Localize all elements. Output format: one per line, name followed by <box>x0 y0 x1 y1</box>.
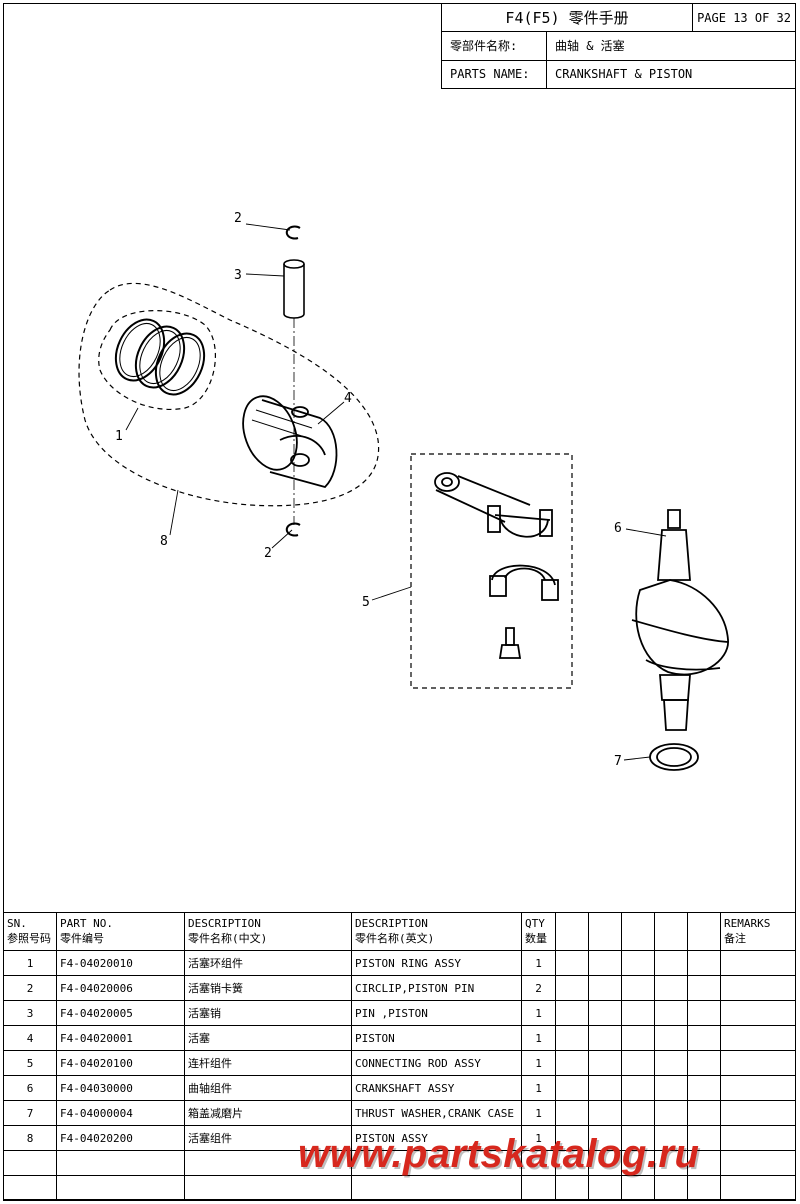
table-row <box>3 1175 796 1201</box>
cell-sn: 1 <box>3 950 57 976</box>
cell-sn: 6 <box>3 1075 57 1101</box>
manual-title: F4(F5) 零件手册 <box>440 2 694 33</box>
cell-sn: 3 <box>3 1000 57 1026</box>
cell-sn: 2 <box>3 975 57 1001</box>
cell-desc-cn <box>184 1150 352 1176</box>
cell-desc-cn: 活塞 <box>184 1025 352 1051</box>
cell-part-no: F4-04020006 <box>56 975 185 1001</box>
circlip-bottom-icon <box>285 522 301 537</box>
cell-qty: 1 <box>521 1000 556 1026</box>
en-name-label: PARTS NAME: <box>441 59 547 90</box>
cell-part-no: F4-04030000 <box>56 1075 185 1101</box>
cell-desc-en: PIN ,PISTON <box>351 1000 522 1026</box>
piston-assy-outline <box>78 282 380 507</box>
piston-rings-icon <box>114 318 206 396</box>
cell-part-no: F4-04020010 <box>56 950 185 976</box>
cell-sn <box>3 1150 57 1176</box>
cell-qty: 1 <box>521 1075 556 1101</box>
cell-qty: 2 <box>521 975 556 1001</box>
col-sn: SN.参照号码 <box>3 912 57 951</box>
cell-part-no <box>56 1175 185 1201</box>
callout-1: 1 <box>115 429 123 444</box>
cell-desc-cn: 活塞销 <box>184 1000 352 1026</box>
cell-desc-cn <box>184 1175 352 1201</box>
cell-sn: 7 <box>3 1100 57 1126</box>
cell-desc-en <box>351 1150 522 1176</box>
cell-desc-cn: 活塞销卡簧 <box>184 975 352 1001</box>
cell-part-no: F4-04020100 <box>56 1050 185 1076</box>
cell-desc-en: PISTON ASSY <box>351 1125 522 1151</box>
cell-sn: 5 <box>3 1050 57 1076</box>
cell-desc-en: PISTON RING ASSY <box>351 950 522 976</box>
cell-part-no <box>56 1150 185 1176</box>
cell-desc-en <box>351 1175 522 1201</box>
callout-3: 3 <box>234 268 242 283</box>
cell-desc-cn: 连杆组件 <box>184 1050 352 1076</box>
cell-desc-en: CIRCLIP,PISTON PIN <box>351 975 522 1001</box>
cn-name-value: 曲轴 & 活塞 <box>546 31 796 61</box>
connecting-rod-icon <box>434 472 553 538</box>
title-block: F4(F5) 零件手册 PAGE 13 OF 32 零部件名称: 曲轴 & 活塞… <box>440 2 796 90</box>
circlip-top-icon <box>285 225 301 240</box>
cell-desc-cn: 曲轴组件 <box>184 1075 352 1101</box>
cell-desc-en: PISTON <box>351 1025 522 1051</box>
cell-sn: 4 <box>3 1025 57 1051</box>
crankshaft-icon <box>631 509 729 731</box>
rod-bolt-icon <box>498 627 522 659</box>
exploded-view-drawing: 2 3 1 4 8 2 5 6 7 <box>78 211 729 771</box>
callout-4: 4 <box>344 391 352 406</box>
cell-desc-cn: 活塞环组件 <box>184 950 352 976</box>
watermark: www.partskatalog.ru <box>298 1132 700 1176</box>
cell-qty: 1 <box>521 1100 556 1126</box>
cell-part-no: F4-04000004 <box>56 1100 185 1126</box>
cell-qty: 1 <box>521 1050 556 1076</box>
cell-qty: 1 <box>521 950 556 976</box>
page-indicator: PAGE 13 OF 32 <box>692 2 796 33</box>
callout-8: 8 <box>160 534 168 549</box>
cell-desc-en: CRANKSHAFT ASSY <box>351 1075 522 1101</box>
en-name-value: CRANKSHAFT & PISTON <box>546 59 796 90</box>
ring-set-outline <box>98 309 216 410</box>
col-part-no: PART NO.零件编号 <box>56 912 185 951</box>
cell-qty: 1 <box>521 1025 556 1051</box>
cell-sn <box>3 1175 57 1201</box>
cell-sn: 8 <box>3 1125 57 1151</box>
rod-cap-icon <box>489 564 559 601</box>
cn-name-label: 零部件名称: <box>441 31 547 61</box>
thrust-washer-icon <box>649 743 699 771</box>
piston-icon <box>242 395 338 489</box>
callout-2-top: 2 <box>234 211 242 226</box>
cell-part-no: F4-04020005 <box>56 1000 185 1026</box>
table-row <box>3 1150 796 1176</box>
callout-5: 5 <box>362 595 370 610</box>
cell-part-no: F4-04020001 <box>56 1025 185 1051</box>
callout-7: 7 <box>614 754 622 769</box>
callout-6: 6 <box>614 521 622 536</box>
cell-desc-cn: 活塞组件 <box>184 1125 352 1151</box>
cell-desc-cn: 箱盖减磨片 <box>184 1100 352 1126</box>
cell-qty <box>521 1175 556 1201</box>
callout-2-bottom: 2 <box>264 546 272 561</box>
cell-part-no: F4-04020200 <box>56 1125 185 1151</box>
cell-desc-en: THRUST WASHER,CRANK CASE <box>351 1100 522 1126</box>
cell-desc-en: CONNECTING ROD ASSY <box>351 1050 522 1076</box>
piston-pin-icon <box>283 259 305 319</box>
